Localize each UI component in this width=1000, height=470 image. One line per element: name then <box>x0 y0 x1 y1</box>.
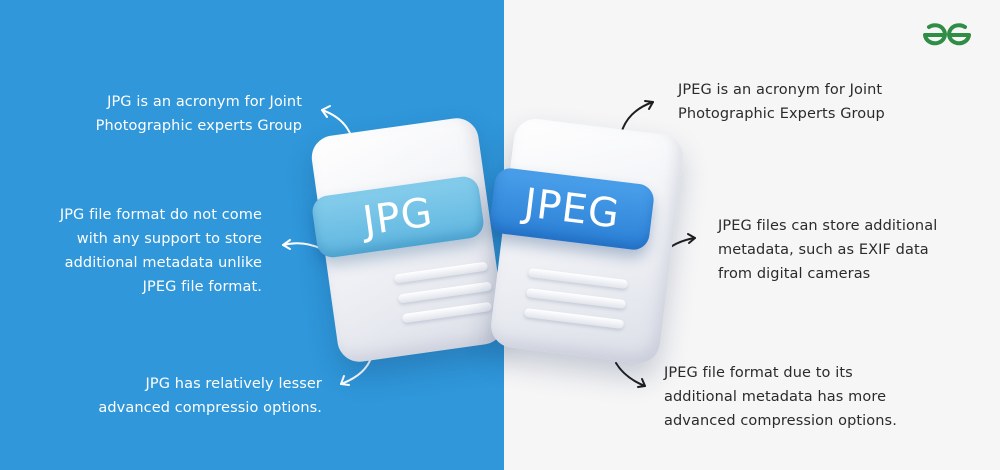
note-line: JPEG file format due to its <box>664 365 853 381</box>
jpg-file-icon: JPG <box>308 115 510 365</box>
note-line: advanced compression options. <box>664 413 897 429</box>
note-line: JPG file format do not come <box>59 207 262 223</box>
jpg-badge-label: JPG <box>360 189 436 245</box>
note-line: additional metadata unlike <box>64 255 262 271</box>
jpg-note-acronym: JPG is an acronym for Joint Photographic… <box>96 90 302 138</box>
note-line: Photographic experts Group <box>95 118 302 134</box>
jpeg-note-metadata: JPEG files can store additional metadata… <box>718 214 937 286</box>
jpeg-note-compression: JPEG file format due to its additional m… <box>664 361 897 433</box>
note-line: JPG has relatively lesser <box>145 376 322 392</box>
note-line: JPEG file format. <box>142 279 262 295</box>
note-line: with any support to store <box>76 231 262 247</box>
jpg-note-metadata: JPG file format do not come with any sup… <box>60 203 262 299</box>
note-line: JPEG is an acronym for Joint <box>678 82 883 98</box>
note-line: from digital cameras <box>718 266 871 282</box>
jpeg-file-icon: JPEG <box>486 112 686 372</box>
note-line: JPEG files can store additional <box>718 218 938 234</box>
jpeg-badge-label: JPEG <box>521 180 623 238</box>
jpg-note-compression: JPG has relatively lesser advanced compr… <box>98 372 322 420</box>
geeksforgeeks-logo-icon <box>923 23 971 46</box>
note-line: JPG is an acronym for Joint <box>107 94 302 110</box>
note-line: metadata, such as EXIF data <box>718 242 929 258</box>
jpeg-note-acronym: JPEG is an acronym for Joint Photographi… <box>678 78 885 126</box>
note-line: advanced compressio options. <box>98 400 322 416</box>
note-line: additional metadata has more <box>664 389 887 405</box>
note-line: Photographic Experts Group <box>678 106 885 122</box>
